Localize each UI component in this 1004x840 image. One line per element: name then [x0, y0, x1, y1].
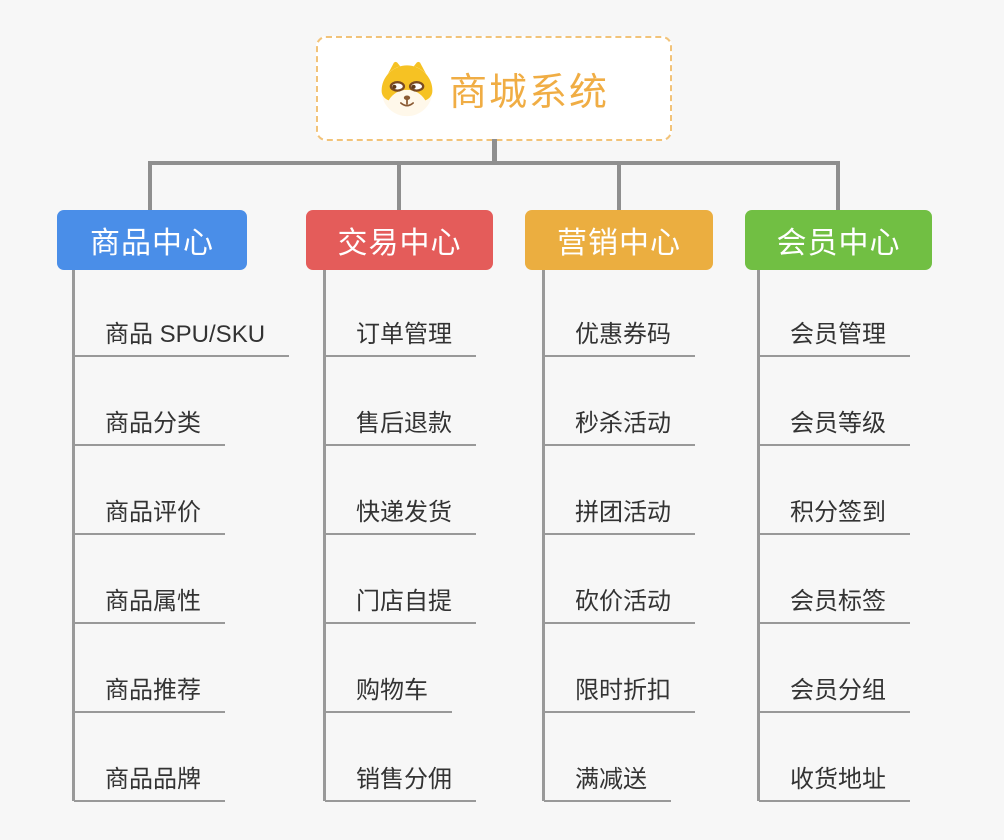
branch-line-trade [323, 270, 326, 801]
branch-line-members [757, 270, 760, 801]
branch-header-label: 商品中心 [90, 227, 214, 260]
branch-header-products[interactable]: 商品中心 [57, 210, 247, 270]
branch-item[interactable]: 商品分类 [74, 404, 225, 446]
connector-bus [148, 161, 840, 165]
branch-item[interactable]: 秒杀活动 [544, 404, 695, 446]
branch-item[interactable]: 快递发货 [325, 493, 476, 535]
branch-line-products [72, 270, 75, 801]
branch-item[interactable]: 砍价活动 [544, 582, 695, 624]
shiba-dog-icon [379, 61, 435, 117]
branch-header-members[interactable]: 会员中心 [745, 210, 932, 270]
branch-item[interactable]: 拼团活动 [544, 493, 695, 535]
connector-drop-trade [397, 163, 401, 210]
branch-item[interactable]: 商品品牌 [74, 760, 225, 802]
connector-drop-members [836, 163, 840, 210]
branch-header-label: 会员中心 [776, 227, 901, 260]
branch-item[interactable]: 商品 SPU/SKU [74, 315, 290, 357]
connector-drop-products [148, 163, 152, 210]
branch-item[interactable]: 订单管理 [325, 315, 476, 357]
root-title: 商城系统 [448, 72, 609, 114]
branch-item[interactable]: 会员管理 [759, 315, 910, 357]
branch-header-label: 营销中心 [557, 227, 681, 260]
branch-item[interactable]: 满减送 [544, 760, 671, 802]
branch-item[interactable]: 会员标签 [759, 582, 910, 624]
branch-item[interactable]: 门店自提 [325, 582, 476, 624]
branch-item[interactable]: 会员等级 [759, 404, 910, 446]
connector-drop-marketing [617, 163, 621, 210]
branch-item[interactable]: 商品推荐 [74, 671, 225, 713]
branch-item[interactable]: 售后退款 [325, 404, 476, 446]
connector-root-stub [492, 139, 497, 165]
branch-line-marketing [542, 270, 545, 801]
branch-item[interactable]: 购物车 [325, 671, 452, 713]
branch-item[interactable]: 商品评价 [74, 493, 225, 535]
branch-item[interactable]: 积分签到 [759, 493, 910, 535]
branch-item[interactable]: 限时折扣 [544, 671, 695, 713]
branch-item[interactable]: 会员分组 [759, 671, 910, 713]
branch-item[interactable]: 优惠券码 [544, 315, 695, 357]
branch-item[interactable]: 销售分佣 [325, 760, 476, 802]
branch-item[interactable]: 收货地址 [759, 760, 910, 802]
branch-header-label: 交易中心 [337, 227, 462, 260]
branch-header-marketing[interactable]: 营销中心 [525, 210, 713, 270]
branch-header-trade[interactable]: 交易中心 [306, 210, 493, 270]
branch-item[interactable]: 商品属性 [74, 582, 225, 624]
root-node[interactable]: 商城系统 [316, 36, 672, 141]
